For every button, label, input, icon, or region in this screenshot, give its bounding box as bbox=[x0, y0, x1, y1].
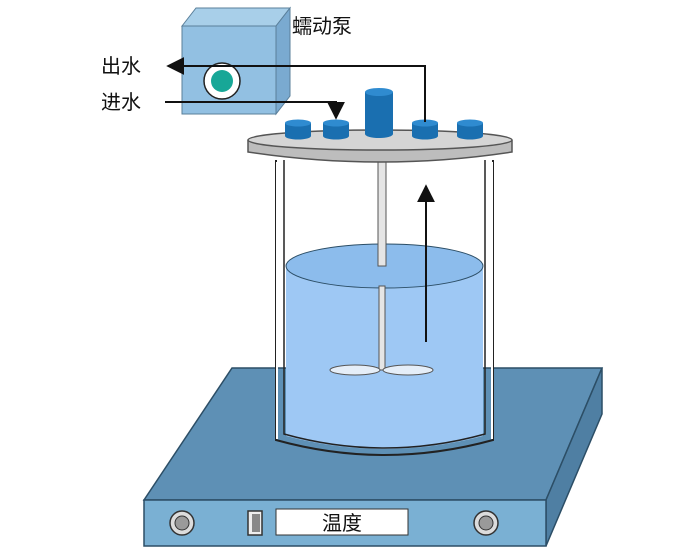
stirrer-shaft-lower bbox=[378, 285, 386, 371]
reactor-lid bbox=[247, 88, 513, 163]
peristaltic-pump: 蠕动泵 bbox=[180, 6, 352, 116]
knob-right-icon[interactable] bbox=[473, 510, 499, 536]
knob-left-icon[interactable] bbox=[169, 510, 195, 536]
impeller-blade-left bbox=[329, 364, 381, 376]
lid-port-center bbox=[365, 88, 393, 138]
beaker-outer-wall bbox=[275, 160, 494, 456]
lid-port-1 bbox=[285, 119, 311, 140]
lid-port-2 bbox=[323, 119, 349, 140]
beaker-inner-wall bbox=[283, 160, 486, 449]
inlet-tube bbox=[165, 101, 345, 120]
impeller-blade-right bbox=[382, 364, 434, 376]
pump-top-face bbox=[180, 7, 292, 27]
pump-label: 蠕动泵 bbox=[292, 14, 352, 38]
outlet-label: 出水 bbox=[101, 54, 141, 78]
lid-port-4 bbox=[457, 119, 483, 140]
pump-rotor-icon bbox=[203, 62, 241, 100]
inlet-label: 进水 bbox=[101, 90, 141, 114]
outlet-tube bbox=[166, 57, 426, 122]
temperature-display bbox=[275, 508, 409, 536]
stirrer bbox=[329, 159, 434, 376]
temperature-label: 温度 bbox=[322, 511, 362, 535]
lid-port-3 bbox=[412, 119, 438, 140]
pump-side-face bbox=[275, 6, 291, 116]
switch-icon[interactable] bbox=[247, 510, 263, 536]
stirrer-shaft-upper bbox=[377, 159, 387, 267]
